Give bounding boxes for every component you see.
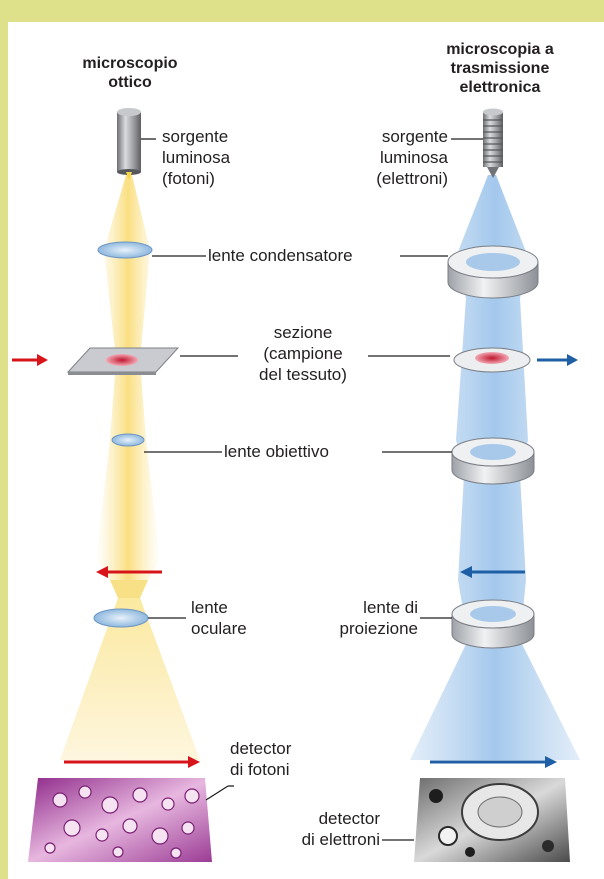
optical-source-label: sorgente luminosa (fotoni) — [162, 126, 272, 189]
electron-objective-lens — [452, 438, 534, 484]
electron-title-line-3: elettronica — [412, 78, 588, 97]
electron-condenser-lens — [448, 246, 538, 298]
photon-detector-line-2: di fotoni — [230, 759, 340, 780]
optical-eyepiece-lens — [94, 609, 148, 627]
projection-line-1: lente di — [318, 597, 418, 618]
electron-specimen-holder — [454, 348, 530, 372]
section-line-2: (campione — [230, 343, 376, 364]
optical-microscope-title: microscopio ottico — [50, 54, 210, 92]
section-line-1: sezione — [230, 322, 376, 343]
eyepiece-line-2: oculare — [191, 618, 271, 639]
optical-source-line-2: luminosa — [162, 147, 272, 168]
optical-source-line-3: (fotoni) — [162, 168, 272, 189]
eyepiece-line-1: lente — [191, 597, 271, 618]
electron-projection-lens — [452, 600, 534, 648]
optical-source-line-1: sorgente — [162, 126, 272, 147]
electron-detector-line-2: di elettroni — [268, 829, 380, 850]
electron-title-line-1: microscopia a — [412, 40, 588, 59]
optical-title-line-1: microscopio — [50, 54, 210, 73]
electron-source-line-1: sorgente — [340, 126, 448, 147]
eyepiece-lens-label: lente oculare — [191, 597, 271, 639]
optical-light-source — [117, 108, 141, 180]
electron-source-label: sorgente luminosa (elettroni) — [340, 126, 448, 189]
electron-title-line-2: trasmissione — [412, 59, 588, 78]
electron-detector-label: detector di elettroni — [268, 808, 380, 850]
section-line-3: del tessuto) — [230, 364, 376, 385]
projection-lens-label: lente di proiezione — [318, 597, 418, 639]
optical-title-line-2: ottico — [50, 73, 210, 92]
condenser-lens-label: lente condensatore — [208, 245, 408, 266]
objective-lens-label: lente obiettivo — [224, 441, 384, 462]
photon-detector-line-1: detector — [230, 738, 340, 759]
projection-line-2: proiezione — [318, 618, 418, 639]
electron-micrograph — [414, 778, 570, 862]
electron-source-line-3: (elettroni) — [340, 168, 448, 189]
electron-microscope-title: microscopia a trasmissione elettronica — [412, 40, 588, 97]
electron-source-line-2: luminosa — [340, 147, 448, 168]
electron-detector-line-1: detector — [268, 808, 380, 829]
photon-detector-label: detector di fotoni — [230, 738, 340, 780]
section-label: sezione (campione del tessuto) — [230, 322, 376, 385]
optical-condenser-lens — [98, 242, 152, 258]
light-micrograph — [28, 778, 212, 862]
optical-objective-lens — [112, 434, 144, 446]
